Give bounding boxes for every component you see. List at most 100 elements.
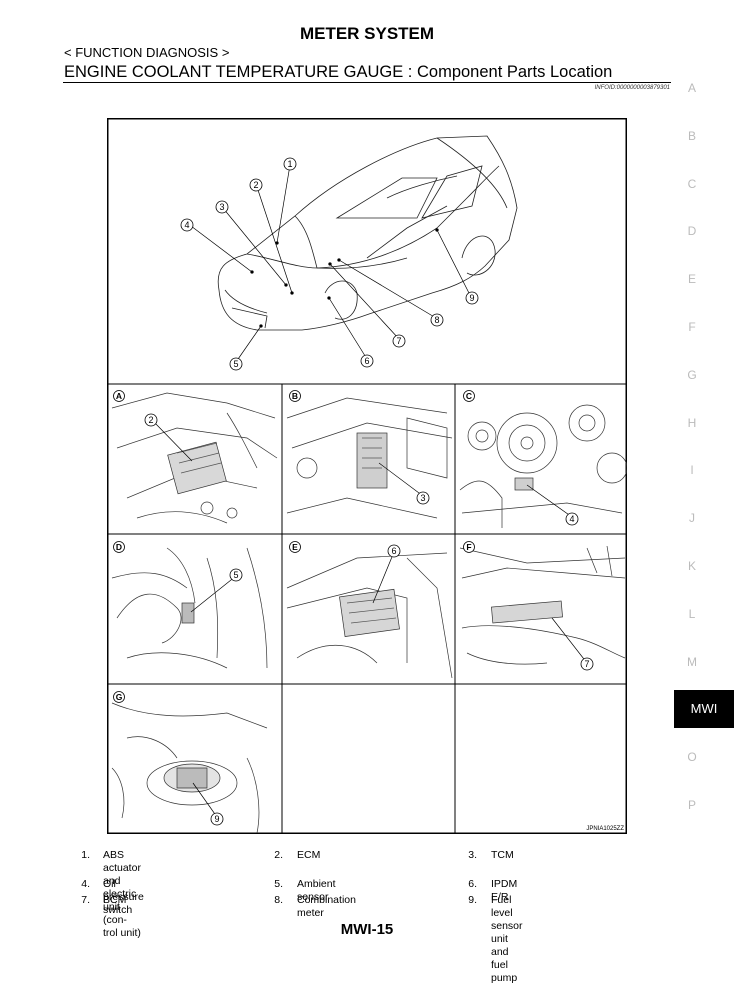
side-tab-a[interactable]: A — [687, 81, 696, 95]
panel-letters: A B C D E F G — [113, 390, 475, 703]
legend-number: 8. — [274, 894, 283, 906]
panel-d-illustration — [111, 547, 268, 669]
panel-callout-3: 3 — [416, 491, 430, 505]
overview-callout-2: 2 — [249, 178, 263, 192]
side-tab-h[interactable]: H — [687, 415, 697, 430]
panel-g-illustration — [111, 702, 268, 834]
panel-letter-d: D — [113, 541, 125, 553]
side-tab-o[interactable]: O — [687, 750, 697, 765]
panel-f-illustration — [459, 545, 626, 665]
legend-number: 5. — [274, 878, 283, 890]
side-tab-p[interactable]: P — [687, 798, 696, 812]
legend-label: Ambient sensor — [297, 878, 336, 903]
side-tab-g[interactable]: G — [687, 367, 697, 382]
svg-text:5: 5 — [233, 359, 238, 369]
overview-callout-9: 9 — [465, 291, 479, 305]
overview-callout-5: 5 — [229, 357, 243, 371]
panel-callout-9: 9 — [210, 812, 224, 826]
legend-label: Fuel level sensor unit and fuel pump — [491, 894, 523, 984]
legend-label: ECM — [297, 849, 321, 861]
legend-number: 4. — [81, 878, 90, 890]
panel-c-illustration — [459, 404, 627, 528]
panel-e-illustration — [286, 552, 453, 679]
panel-letter-c: C — [463, 390, 475, 402]
side-tab-b[interactable]: B — [687, 128, 696, 143]
svg-text:A: A — [116, 391, 122, 401]
svg-text:D: D — [116, 542, 122, 552]
panel-callout-5: 5 — [229, 568, 243, 582]
svg-text:4: 4 — [184, 220, 189, 230]
svg-text:7: 7 — [396, 336, 401, 346]
panel-letter-g: G — [113, 691, 125, 703]
legend-number: 1. — [81, 849, 90, 861]
panel-letter-b: B — [289, 390, 301, 402]
svg-text:5: 5 — [233, 570, 238, 580]
legend-number: 9. — [468, 894, 477, 906]
svg-text:3: 3 — [420, 493, 425, 503]
page-title: METER SYSTEM — [299, 24, 435, 43]
svg-text:G: G — [116, 692, 123, 702]
panel-letter-e: E — [289, 541, 301, 553]
svg-text:9: 9 — [469, 293, 474, 303]
side-tab-l[interactable]: L — [688, 606, 696, 621]
legend-label: IPDM E/R — [491, 878, 518, 903]
overview-leader-lines — [190, 164, 472, 363]
svg-text:6: 6 — [364, 356, 369, 366]
vehicle-overview-illustration — [217, 135, 518, 331]
side-tab-k[interactable]: K — [687, 559, 696, 573]
page-number: MWI-15 — [340, 921, 394, 938]
svg-text:2: 2 — [253, 180, 258, 190]
svg-text:4: 4 — [569, 514, 574, 524]
side-tab-mwi[interactable]: MWI — [674, 690, 734, 729]
overview-callout-6: 6 — [360, 354, 374, 368]
section-title: ENGINE COOLANT TEMPERATURE GAUGE : Compo… — [64, 63, 613, 81]
panel-letter-a: A — [113, 390, 125, 402]
svg-text:6: 6 — [391, 546, 396, 556]
side-tab-d[interactable]: D — [687, 224, 697, 239]
side-tab-j[interactable]: J — [689, 511, 695, 526]
legend-number: 7. — [81, 894, 90, 906]
panel-callouts: 2 3 4 5 6 7 9 — [144, 413, 594, 826]
legend-label: ABS actuator and electric unit (con-trol… — [103, 849, 141, 939]
legend-label: BCM — [103, 894, 127, 906]
overview-callout-7: 7 — [392, 334, 406, 348]
svg-text:3: 3 — [219, 202, 224, 212]
overview-callout-8: 8 — [430, 313, 444, 327]
overview-callout-1: 1 — [283, 157, 297, 171]
info-id: INFOID:0000000003879301 — [594, 85, 670, 91]
panel-callout-2: 2 — [144, 413, 158, 427]
panel-a-illustration — [111, 392, 278, 524]
panel-callout-4: 4 — [565, 512, 579, 526]
side-tab-c[interactable]: C — [687, 176, 697, 191]
panel-callout-6: 6 — [387, 544, 401, 558]
svg-text:1: 1 — [287, 159, 292, 169]
figure-code: JPNIA1025ZZ — [586, 826, 624, 832]
component-location-figure: 1 2 3 4 5 6 7 8 9 — [107, 118, 627, 834]
legend-label: Combination meter — [297, 894, 356, 919]
svg-text:E: E — [292, 542, 298, 552]
panel-leader-lines — [153, 421, 588, 818]
legend-label: TCM — [491, 849, 514, 861]
legend-number: 6. — [468, 878, 477, 890]
side-tab-f[interactable]: F — [688, 320, 696, 334]
svg-text:C: C — [466, 391, 472, 401]
panel-letter-f: F — [463, 541, 475, 553]
legend-number: 2. — [274, 849, 283, 861]
svg-text:F: F — [466, 542, 471, 552]
svg-text:9: 9 — [214, 814, 219, 824]
side-tab-e[interactable]: E — [687, 272, 696, 287]
overview-callouts: 1 2 3 4 5 6 7 8 9 — [180, 157, 479, 371]
side-tab-m[interactable]: M — [687, 654, 697, 669]
side-tab-i[interactable]: I — [690, 463, 694, 478]
heading-rule — [63, 82, 671, 83]
svg-text:8: 8 — [434, 315, 439, 325]
overview-callout-3: 3 — [215, 200, 229, 214]
panel-b-illustration — [286, 397, 453, 519]
legend-number: 3. — [468, 849, 477, 861]
svg-text:B: B — [292, 391, 298, 401]
panel-callout-7: 7 — [580, 657, 594, 671]
overview-callout-4: 4 — [180, 218, 194, 232]
breadcrumb[interactable]: < FUNCTION DIAGNOSIS > — [64, 45, 230, 60]
svg-text:2: 2 — [148, 415, 153, 425]
svg-text:7: 7 — [584, 659, 589, 669]
